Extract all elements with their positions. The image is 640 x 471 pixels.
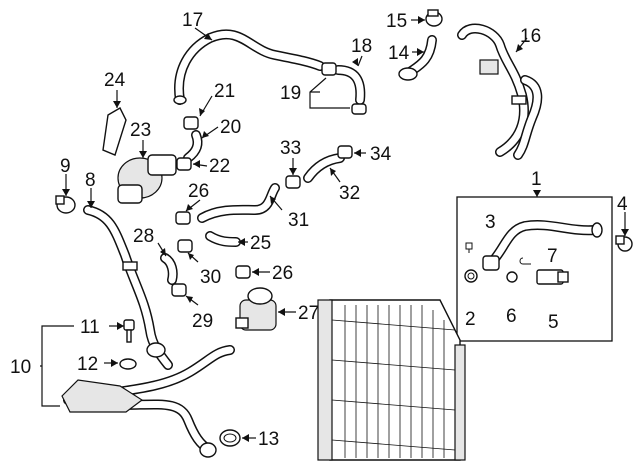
hose-14	[398, 35, 437, 81]
clamp-26a	[175, 211, 191, 225]
clip-7	[519, 257, 531, 265]
callout-13: 13	[258, 429, 279, 450]
clamp-33	[285, 175, 301, 189]
hose-28	[160, 253, 178, 285]
callout-3: 3	[485, 212, 496, 233]
callout-7: 7	[547, 246, 558, 267]
clamp-26b	[235, 265, 251, 279]
clamp-21	[183, 116, 199, 130]
callout-2: 2	[465, 309, 476, 330]
hose-20	[183, 130, 203, 163]
bracket-10	[40, 325, 74, 407]
callout-4: 4	[617, 194, 628, 215]
callout-20: 20	[220, 117, 241, 138]
callout-33: 33	[280, 138, 301, 159]
callout-15: 15	[386, 11, 407, 32]
hose-17	[173, 29, 325, 105]
callout-25: 25	[250, 233, 271, 254]
bracket-24	[102, 107, 127, 156]
o-ring-6	[506, 271, 518, 283]
clamp-30	[177, 239, 193, 253]
callout-19: 19	[280, 83, 301, 104]
hose-16	[457, 23, 543, 160]
clamp-29	[171, 283, 187, 297]
callout-30: 30	[200, 267, 221, 288]
callout-29: 29	[192, 311, 213, 332]
clamp-19a	[321, 62, 337, 76]
clamp-22	[176, 157, 192, 171]
callout-28: 28	[133, 226, 154, 247]
callout-22: 22	[209, 156, 230, 177]
clamp-4	[615, 235, 633, 252]
clamp-34	[337, 145, 353, 159]
hose-31	[197, 183, 280, 223]
callout-26a: 26	[188, 181, 209, 202]
clamp-15	[425, 9, 443, 27]
clamp-19b	[351, 103, 367, 115]
callout-18: 18	[351, 36, 372, 57]
callout-16: 16	[520, 26, 541, 47]
callout-23: 23	[130, 120, 151, 141]
hose-32	[303, 153, 345, 183]
clip-3	[465, 242, 473, 253]
housing-27	[235, 287, 277, 331]
callout-17: 17	[182, 10, 203, 31]
callout-8: 8	[85, 170, 96, 191]
assembly-1-inset-box	[456, 196, 613, 342]
hose-in-inset	[482, 220, 603, 271]
callout-31: 31	[288, 210, 309, 231]
clamp-9	[55, 195, 76, 214]
callout-27: 27	[298, 303, 319, 324]
o-ring-2	[464, 269, 478, 283]
callout-11: 11	[80, 317, 100, 338]
callout-9: 9	[60, 156, 71, 177]
callout-26b: 26	[272, 263, 293, 284]
callout-14: 14	[388, 43, 410, 64]
bolt-11	[123, 319, 135, 343]
sensor-5	[536, 269, 569, 285]
washer-12	[119, 358, 137, 370]
pump-23	[117, 154, 177, 204]
callout-12: 12	[77, 354, 98, 375]
leader-arrowheads	[62, 16, 629, 442]
callout-1: 1	[531, 169, 542, 190]
callout-21: 21	[214, 81, 235, 102]
callout-24: 24	[104, 70, 126, 91]
bracket-19	[309, 77, 350, 109]
callout-34: 34	[370, 144, 392, 165]
radiator	[317, 299, 466, 461]
pipe-10	[61, 345, 235, 458]
callout-6: 6	[506, 306, 517, 327]
callout-5: 5	[548, 312, 559, 333]
hose-18	[333, 65, 366, 105]
callout-10: 10	[10, 357, 31, 378]
hose-8	[83, 205, 173, 370]
callout-32: 32	[339, 183, 360, 204]
o-ring-13	[219, 429, 241, 447]
hose-25	[205, 231, 241, 247]
